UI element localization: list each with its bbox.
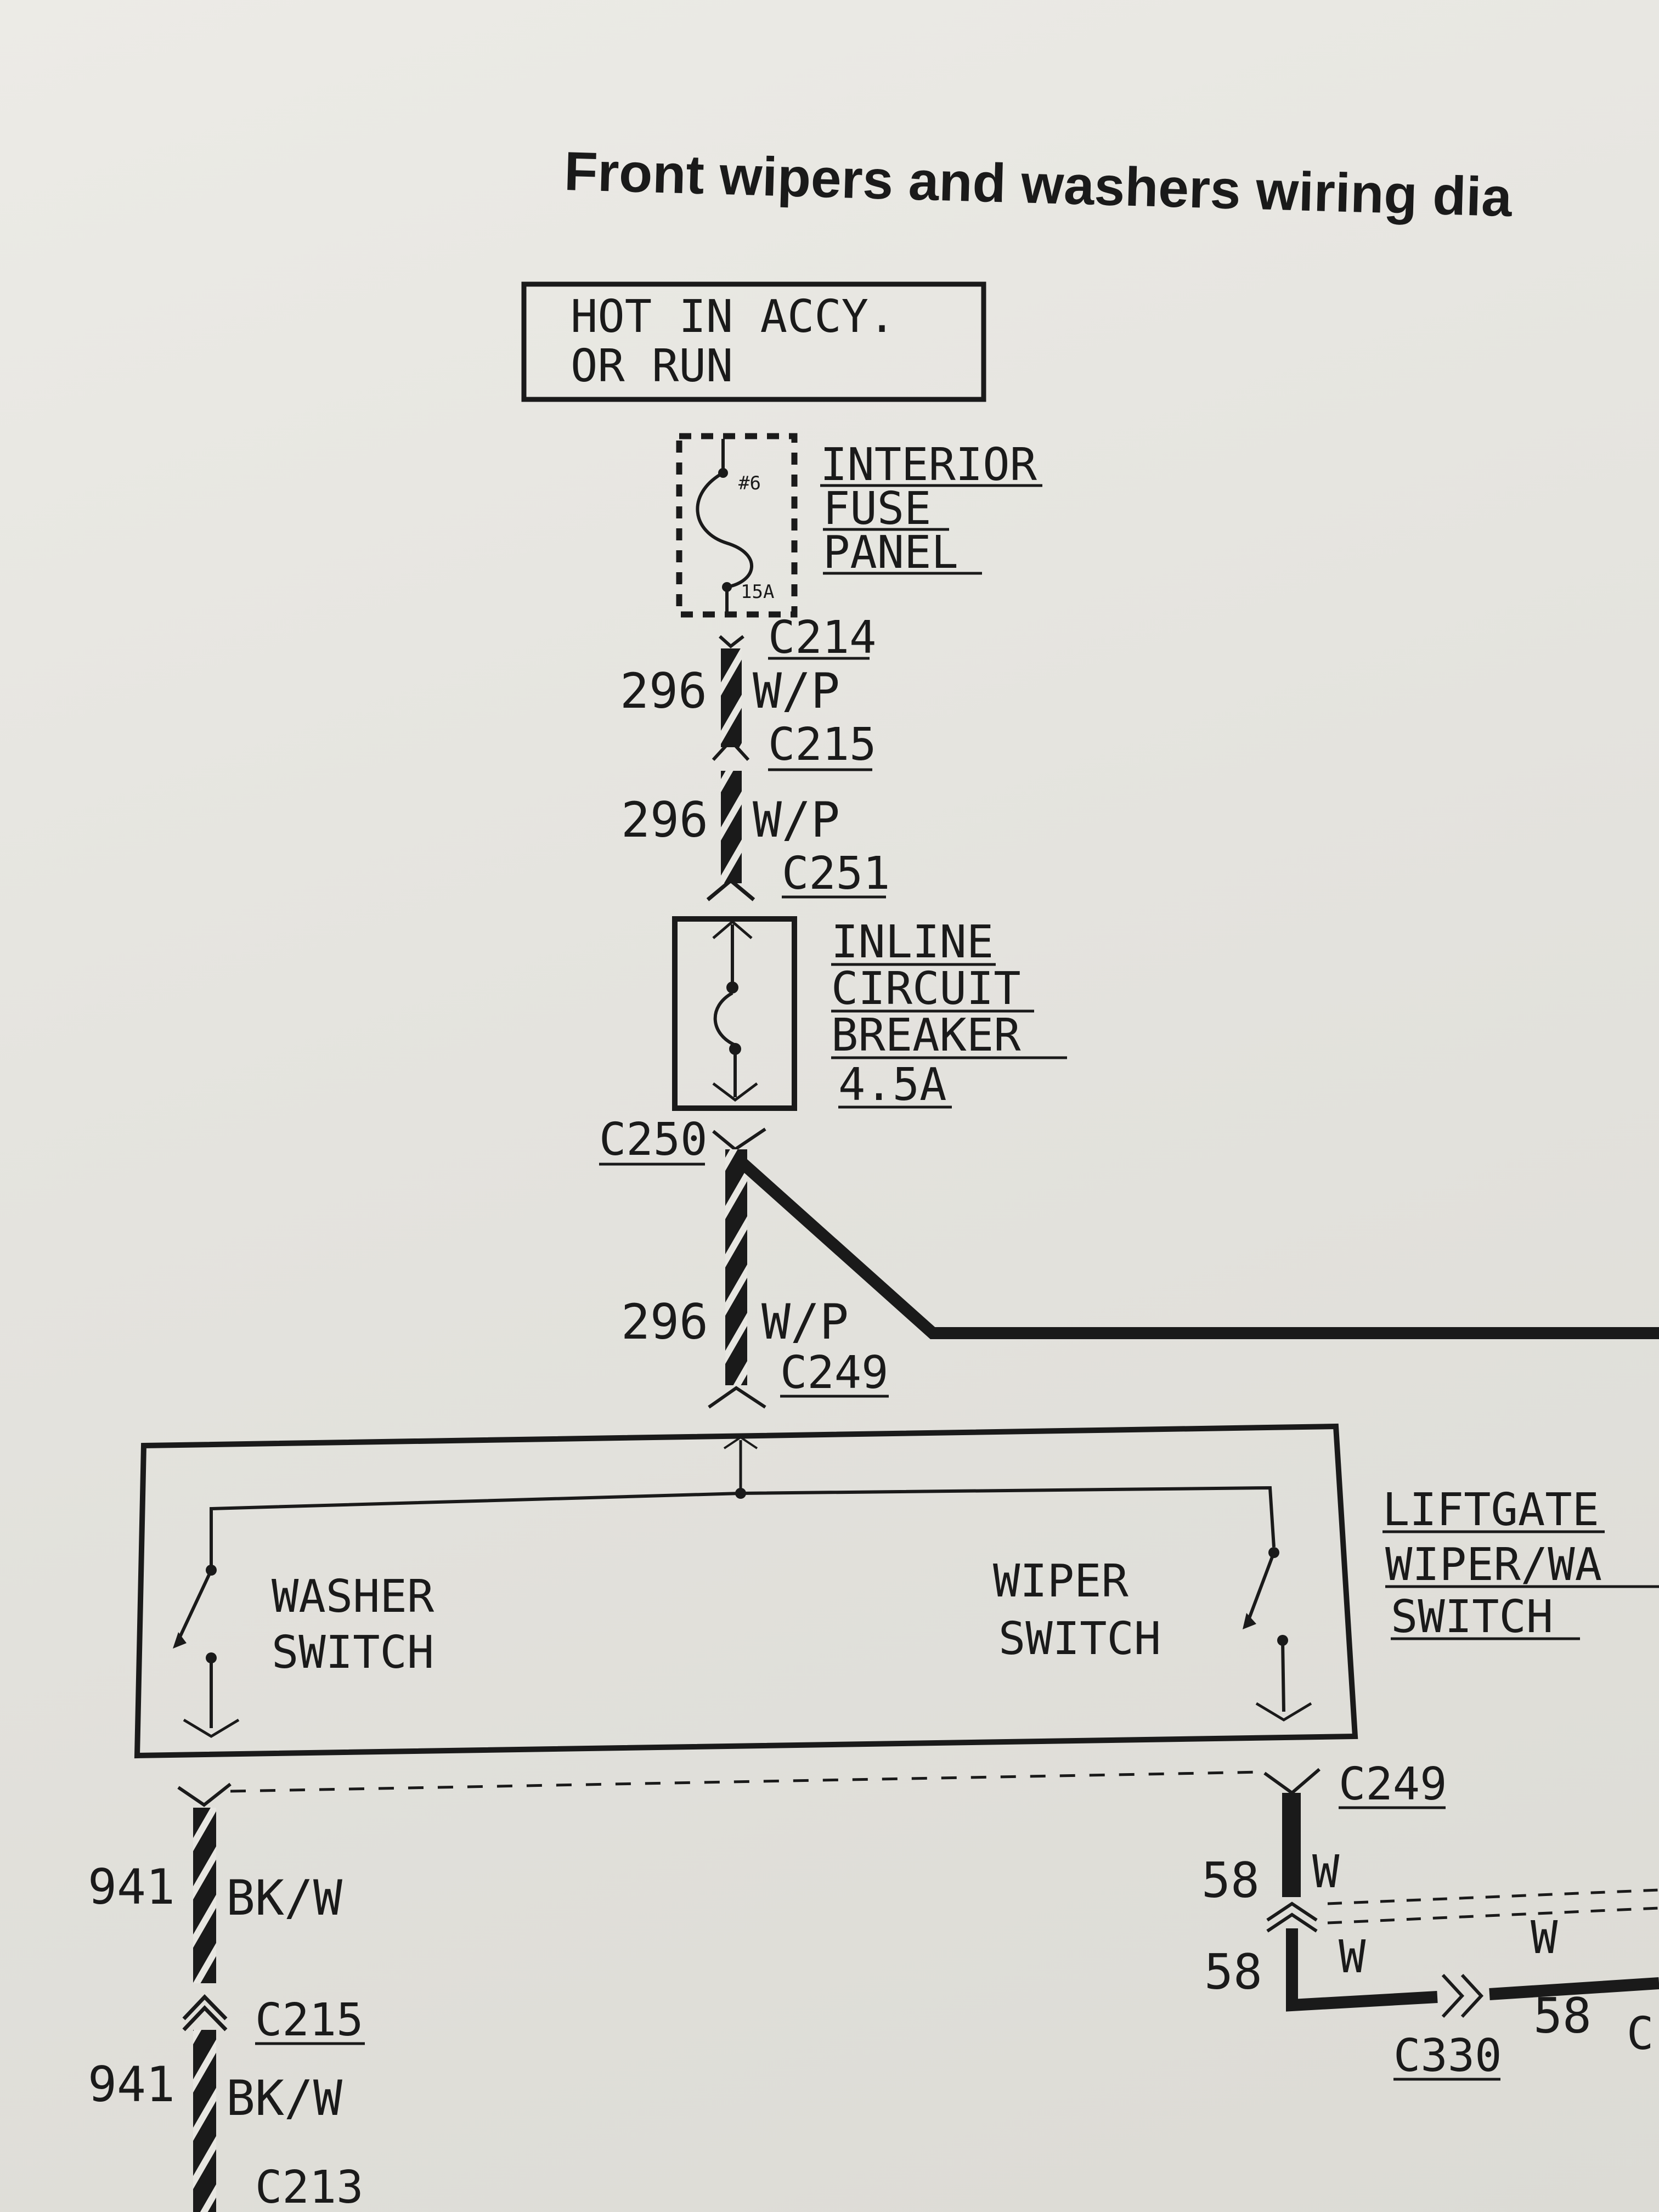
wire-296-1-circuit: 296 xyxy=(620,663,707,719)
connector-c249-top-label: C249 xyxy=(780,1347,888,1399)
wire-941-1-color: BK/W xyxy=(226,1870,342,1926)
wire-296-3-color: W/P xyxy=(761,1294,849,1350)
wire-296-3-circuit: 296 xyxy=(621,1294,708,1350)
power-box-line1: HOT IN ACCY. xyxy=(571,291,895,343)
fuse-panel-label-line1: INTERIOR xyxy=(820,439,1037,491)
connector-c214-symbol xyxy=(718,635,744,648)
wire-58-3-color: W xyxy=(1531,1912,1558,1964)
wire-296-segment-2: 296 W/P C251 xyxy=(621,771,890,901)
wire-58-2-color: W xyxy=(1339,1931,1366,1983)
wire-296-1-color: W/P xyxy=(753,663,840,719)
liftgate-switch-block: WASHER SWITCH WIPER SWITCH LIFTGATE WIPE… xyxy=(134,1423,1659,1759)
wire-58-2-circuit: 58 xyxy=(1204,1944,1262,2000)
washer-switch-label-line2: SWITCH xyxy=(272,1627,434,1679)
connector-c250-label: C250 xyxy=(599,1114,707,1166)
fuse-icon xyxy=(696,471,753,589)
liftgate-label-line3: SWITCH xyxy=(1391,1591,1553,1643)
wire-58-1-color: W xyxy=(1312,1846,1340,1898)
wire-941-2-circuit: 941 xyxy=(88,2056,175,2113)
washer-switch-label-line1: WASHER xyxy=(272,1571,435,1623)
liftgate-label-line2: WIPER/WA xyxy=(1385,1539,1602,1591)
inline-circuit-breaker: INLINE CIRCUIT BREAKER 4.5A xyxy=(672,916,1067,1111)
connector-c249-left-symbol xyxy=(177,1782,232,1807)
washer-switch: WASHER SWITCH xyxy=(173,1565,435,1738)
wire-58: C249 58 W 58 W W C330 58 C xyxy=(1201,1758,1659,2082)
liftgate-switch-label: LIFTGATE WIPER/WA SWITCH xyxy=(1383,1484,1659,1643)
wire-941-2-color: BK/W xyxy=(226,2070,342,2126)
wire-941: 941 BK/W C215 941 BK/W C213 xyxy=(88,1782,365,2212)
fuse-number: #6 xyxy=(738,472,761,494)
wiper-switch-label-line1: WIPER xyxy=(993,1555,1128,1607)
connector-c249-symbol xyxy=(708,1386,766,1409)
fuse-rating: 15A xyxy=(741,581,774,603)
connector-c213-label: C213 xyxy=(255,2162,363,2212)
connector-c249-right-symbol xyxy=(1263,1768,1321,1795)
fuse-panel-label-line2: FUSE xyxy=(823,483,931,535)
wire-296-2-circuit: 296 xyxy=(621,792,708,848)
fuse-panel-label-line3: PANEL xyxy=(823,527,958,579)
breaker-label-line4: 4.5A xyxy=(838,1059,946,1111)
interior-fuse-panel: #6 15A INTERIOR FUSE PANEL xyxy=(676,433,1042,618)
connector-edge-label: C xyxy=(1627,2008,1654,2060)
breaker-label-line3: BREAKER xyxy=(831,1009,1021,1062)
connector-c215-top-label: C215 xyxy=(768,719,876,771)
wire-296-segment-1: C214 296 W/P C215 xyxy=(620,612,876,771)
connector-c251-label: C251 xyxy=(782,848,890,900)
connector-c330-label: C330 xyxy=(1393,2030,1502,2082)
connector-c250-symbol xyxy=(712,1127,766,1152)
connector-c215-bottom-symbol xyxy=(182,1994,228,2021)
wire-296-segment-3: C250 296 W/P C249 xyxy=(599,1114,1659,1409)
branch-wire-right xyxy=(732,1153,1659,1339)
connector-c251-symbol xyxy=(706,878,755,901)
wire-941-1-circuit: 941 xyxy=(88,1859,175,1915)
wire-296-2-color: W/P xyxy=(753,792,840,848)
connector-c214-label: C214 xyxy=(768,612,876,664)
breaker-label-line2: CIRCUIT xyxy=(831,963,1021,1015)
power-source-box: HOT IN ACCY. OR RUN xyxy=(521,281,986,402)
breaker-label-line1: INLINE xyxy=(831,916,994,968)
dashed-separator xyxy=(230,1770,1262,1793)
connector-c249-right-label: C249 xyxy=(1339,1758,1447,1810)
wire-58-1-circuit: 58 xyxy=(1201,1852,1260,1909)
wire-58-3-circuit: 58 xyxy=(1533,1988,1592,2044)
connector-c215-symbol xyxy=(712,738,750,761)
power-box-line2: OR RUN xyxy=(571,340,733,392)
connector-c330-symbol xyxy=(1441,1973,1465,2018)
connector-c215-bottom-label: C215 xyxy=(255,1994,363,2046)
liftgate-label-line1: LIFTGATE xyxy=(1383,1484,1599,1536)
wiper-switch: WIPER SWITCH xyxy=(993,1547,1312,1722)
wiper-switch-label-line2: SWITCH xyxy=(998,1613,1161,1665)
breaker-icon xyxy=(713,991,736,1047)
